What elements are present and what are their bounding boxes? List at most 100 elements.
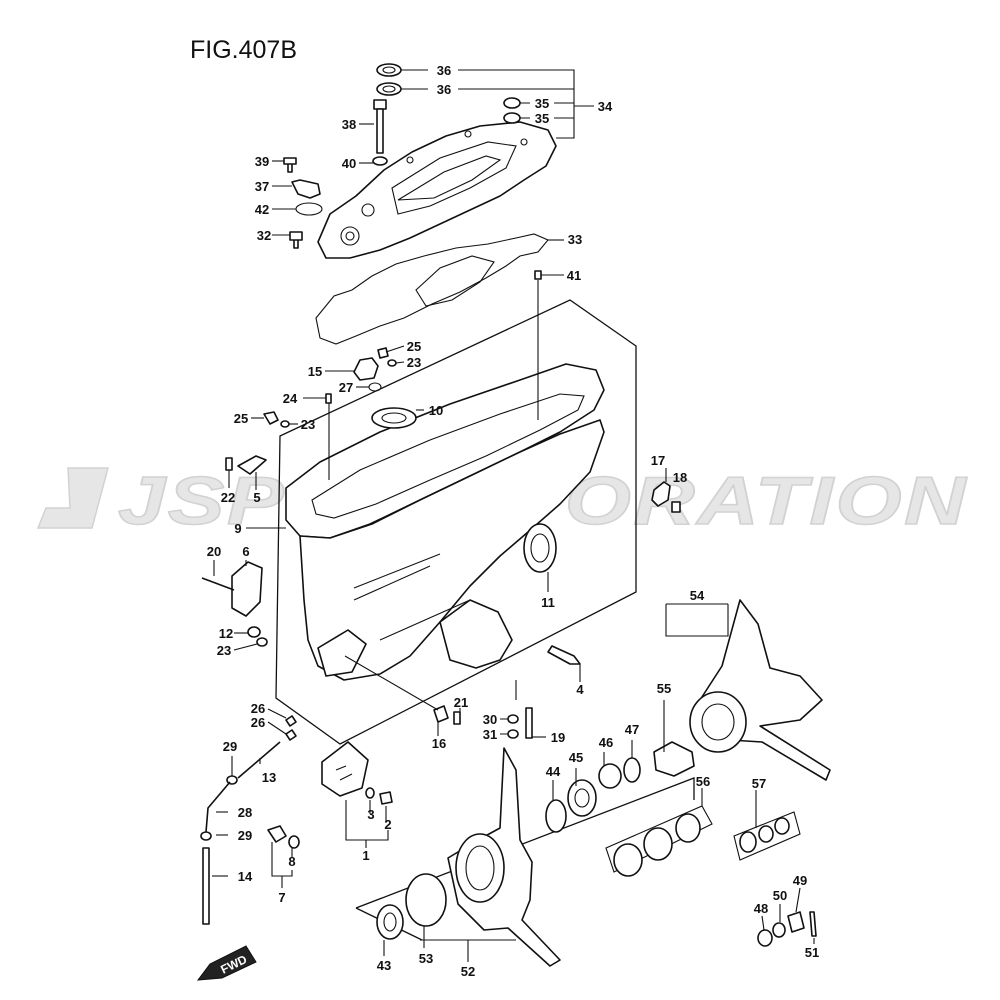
- callout-51[interactable]: 51: [805, 945, 819, 960]
- callout-45[interactable]: 45: [569, 750, 583, 765]
- callout-23[interactable]: 23: [407, 355, 421, 370]
- bolt-19[interactable]: [525, 707, 533, 739]
- washer-40[interactable]: [372, 156, 388, 166]
- clamp-29-lower[interactable]: [200, 831, 212, 841]
- bearing-10[interactable]: [371, 407, 417, 429]
- callout-55[interactable]: 55: [657, 681, 671, 696]
- callout-33[interactable]: 33: [568, 232, 582, 247]
- callout-9[interactable]: 9: [234, 521, 241, 536]
- seal-35-lower[interactable]: [503, 112, 521, 124]
- callout-20[interactable]: 20: [207, 544, 221, 559]
- nut-46[interactable]: [598, 763, 622, 789]
- key-4[interactable]: [547, 645, 581, 665]
- callout-46[interactable]: 46: [599, 735, 613, 750]
- callout-17[interactable]: 17: [651, 453, 665, 468]
- callout-49[interactable]: 49: [793, 873, 807, 888]
- callout-42[interactable]: 42: [255, 202, 269, 217]
- callout-19[interactable]: 19: [551, 730, 565, 745]
- callout-40[interactable]: 40: [342, 156, 356, 171]
- callout-39[interactable]: 39: [255, 154, 269, 169]
- callout-18[interactable]: 18: [673, 470, 687, 485]
- callout-26[interactable]: 26: [251, 701, 265, 716]
- tube-14[interactable]: [202, 847, 210, 925]
- grommet-8[interactable]: [288, 835, 300, 849]
- callout-57[interactable]: 57: [752, 776, 766, 791]
- callout-5[interactable]: 5: [253, 490, 260, 505]
- callout-6[interactable]: 6: [242, 544, 249, 559]
- gasket-23-upper[interactable]: [387, 359, 397, 367]
- gearcase-housing[interactable]: [285, 363, 605, 681]
- plug-25-lower[interactable]: [263, 411, 279, 425]
- callout-29[interactable]: 29: [223, 739, 237, 754]
- callout-53[interactable]: 53: [419, 951, 433, 966]
- kit-57[interactable]: [733, 811, 801, 861]
- bolt-32[interactable]: [289, 231, 303, 249]
- callout-34[interactable]: 34: [598, 99, 613, 114]
- tube-13[interactable]: [237, 741, 281, 779]
- callout-21[interactable]: 21: [454, 695, 468, 710]
- cover-plate[interactable]: [317, 121, 557, 259]
- callout-43[interactable]: 43: [377, 958, 391, 973]
- callout-1[interactable]: 1: [362, 848, 369, 863]
- bolt-3[interactable]: [365, 787, 375, 799]
- pin-24[interactable]: [325, 393, 332, 404]
- gasket-27[interactable]: [368, 382, 382, 392]
- callout-35[interactable]: 35: [535, 111, 549, 126]
- propeller-52[interactable]: [376, 747, 561, 967]
- trim-tab-1[interactable]: [321, 741, 369, 797]
- propeller-54[interactable]: [653, 599, 831, 781]
- callout-4[interactable]: 4: [576, 682, 584, 697]
- o-ring-42[interactable]: [295, 202, 323, 216]
- washer-47[interactable]: [623, 757, 641, 783]
- gasket-23-lower[interactable]: [280, 420, 290, 428]
- plug-25-upper[interactable]: [377, 347, 389, 359]
- callout-26[interactable]: 26: [251, 715, 265, 730]
- screw-22[interactable]: [225, 457, 233, 471]
- callout-36[interactable]: 36: [437, 82, 451, 97]
- bushing-55[interactable]: [653, 741, 695, 777]
- cotter-pin-51[interactable]: [809, 911, 817, 937]
- grommet-26-upper[interactable]: [285, 715, 297, 727]
- callout-56[interactable]: 56: [696, 774, 710, 789]
- washer-50[interactable]: [772, 922, 786, 938]
- plug-37[interactable]: [291, 179, 321, 199]
- clip-7[interactable]: [267, 825, 287, 843]
- callout-12[interactable]: 12: [219, 626, 233, 641]
- callout-28[interactable]: 28: [238, 805, 252, 820]
- screw-39[interactable]: [283, 157, 297, 173]
- bushing-53[interactable]: [405, 873, 447, 927]
- nut-49[interactable]: [787, 911, 805, 933]
- callout-13[interactable]: 13: [262, 770, 276, 785]
- callout-23[interactable]: 23: [217, 643, 231, 658]
- thrust-washer-44[interactable]: [545, 799, 567, 833]
- gasket-23-bottom[interactable]: [256, 637, 268, 647]
- callout-2[interactable]: 2: [384, 817, 391, 832]
- callout-36[interactable]: 36: [437, 63, 451, 78]
- seal-35-upper[interactable]: [503, 97, 521, 109]
- callout-54[interactable]: 54: [690, 588, 705, 603]
- callout-52[interactable]: 52: [461, 964, 475, 979]
- plug-15[interactable]: [353, 357, 379, 381]
- callout-27[interactable]: 27: [339, 380, 353, 395]
- callout-10[interactable]: 10: [429, 403, 443, 418]
- gasket-33[interactable]: [315, 233, 549, 345]
- callout-3[interactable]: 3: [367, 807, 374, 822]
- plug-12[interactable]: [247, 626, 261, 638]
- washer-30[interactable]: [507, 714, 519, 724]
- callout-38[interactable]: 38: [342, 117, 356, 132]
- seal-36-upper[interactable]: [376, 63, 402, 77]
- nut-31[interactable]: [507, 729, 519, 739]
- callout-50[interactable]: 50: [773, 888, 787, 903]
- plate-17[interactable]: [651, 481, 671, 507]
- washer-48[interactable]: [757, 929, 773, 947]
- screw-21[interactable]: [453, 711, 461, 725]
- callout-48[interactable]: 48: [754, 901, 768, 916]
- callout-35[interactable]: 35: [535, 96, 549, 111]
- callout-7[interactable]: 7: [278, 890, 285, 905]
- washer-45[interactable]: [567, 779, 597, 817]
- callout-47[interactable]: 47: [625, 722, 639, 737]
- bolt-18[interactable]: [671, 501, 681, 513]
- thrust-washer-43[interactable]: [376, 904, 404, 940]
- anode-6[interactable]: [231, 561, 263, 617]
- callout-41[interactable]: 41: [567, 268, 581, 283]
